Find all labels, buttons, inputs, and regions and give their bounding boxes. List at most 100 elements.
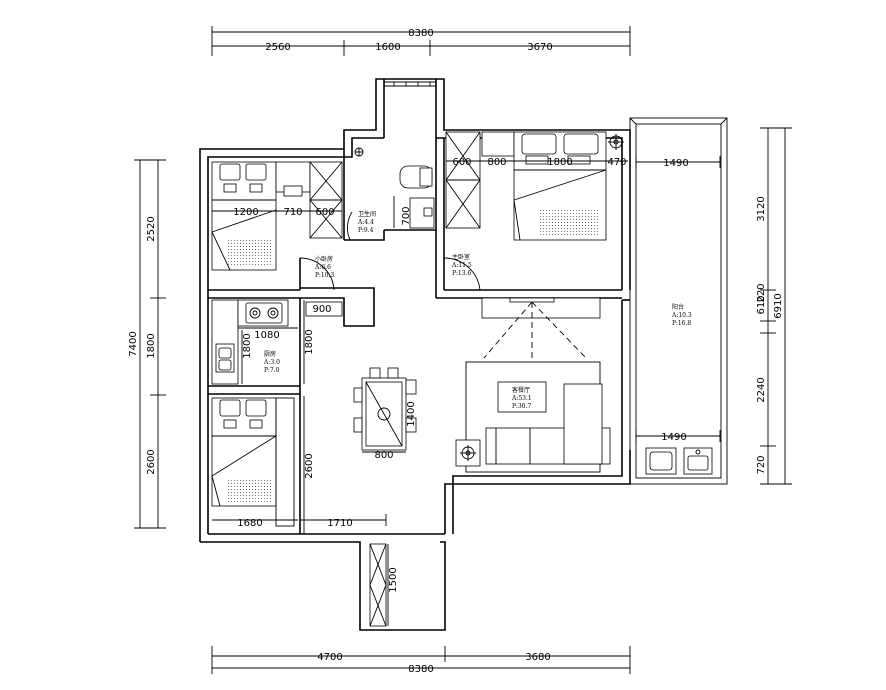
bottom-dimension-chain: 4700 3680 8380	[211, 646, 631, 675]
dim-master-600: 600	[452, 157, 471, 168]
dim-wardrobe-600: 600	[315, 207, 334, 218]
master-pillow-2	[563, 133, 599, 155]
dim-top-seg-1: 2560	[265, 42, 290, 53]
dim-bed2-1680: 1680	[237, 518, 262, 529]
pillow-2	[245, 163, 267, 181]
dim-bottom-total: 8380	[408, 664, 433, 675]
balcony-perimeter: P:16.8	[672, 320, 691, 327]
dim-right-seg-2: 610	[756, 295, 767, 314]
dim-master-1800: 1800	[547, 157, 572, 168]
door-swing-bathroom	[346, 211, 353, 241]
room-label-small-bedroom: 小卧房 A:6.6 P:10.3	[314, 255, 334, 279]
room-label-balcony: 阳台 A:10.3 P:16.8	[671, 303, 692, 327]
vase-icon	[377, 407, 391, 421]
dim-right-total: 6910	[773, 293, 784, 318]
dim-bottom-seg-1: 4700	[317, 652, 342, 663]
dim-kitchen-900: 900	[312, 304, 331, 315]
burner-1-icon	[249, 307, 261, 319]
chair-right-2	[405, 417, 417, 433]
dim-right-seg-5: 720	[756, 455, 767, 474]
kitchen-perimeter: P:7.0	[264, 367, 280, 374]
master-bedroom-area: A:11.5	[451, 262, 472, 269]
dim-bottom-seg-2: 3680	[525, 652, 550, 663]
master-bedroom-perimeter: P:13.6	[452, 270, 471, 277]
chair-left-1	[353, 387, 363, 403]
dim-right-seg-1: 3120	[756, 196, 767, 221]
bathroom-perimeter: P:9.4	[358, 227, 374, 234]
master-pillow-1	[521, 133, 557, 155]
dim-kitchen-1080: 1080	[254, 330, 279, 341]
living-room-name: 客餐厅	[512, 386, 530, 394]
chair-left-2	[353, 417, 363, 433]
coffee-table	[497, 381, 547, 413]
bathroom-name: 卫生间	[358, 210, 376, 218]
fridge	[305, 301, 343, 317]
room-label-bathroom: 卫生间 A:4.4 P:9.4	[357, 210, 376, 234]
dim-kitchen-1800-b: 1800	[304, 329, 315, 354]
dim-wardrobe-710: 710	[283, 207, 302, 218]
dim-entry-1500: 1500	[388, 567, 399, 592]
dim-bath-700: 700	[401, 206, 412, 225]
small-bedroom-perimeter: P:10.3	[315, 272, 334, 279]
dim-balcony-1490-bottom: 1490	[661, 432, 686, 443]
dim-top-total: 8380	[408, 28, 433, 39]
dim-right-seg-4: 2240	[756, 377, 767, 402]
dim-left-total: 7400	[128, 331, 139, 356]
living-room-furniture	[455, 297, 611, 473]
master-bedroom-furniture: 600 800 1800 470	[443, 131, 628, 291]
chair-top-2	[387, 367, 399, 379]
living-room-area: A:53.1	[511, 395, 532, 402]
stove	[245, 302, 283, 324]
chair-right-1	[405, 379, 417, 395]
entry-area: 1500	[369, 543, 399, 627]
dim-kitchen-1800-a: 1800	[242, 333, 253, 358]
left-dimension-chain: 7400 2520 1800 2600	[128, 159, 166, 529]
pillow-1	[219, 163, 241, 181]
dresser	[481, 131, 515, 157]
dim-top-seg-3: 3670	[527, 42, 552, 53]
dim-bed1-width: 1200	[233, 207, 258, 218]
dim-balcony-1490-top: 1490	[663, 158, 688, 169]
kitchen-area: A:3.0	[263, 359, 280, 366]
master-bedroom-name: 主卧室	[452, 253, 470, 261]
dim-dining-1400: 1400	[406, 401, 417, 426]
door-swing-small-bedroom	[299, 257, 335, 291]
top-dimension-chain: 8380 2560 1600 3670	[211, 26, 631, 56]
dim-master-800: 800	[487, 157, 506, 168]
dim-top-seg-2: 1600	[375, 42, 400, 53]
dining-set: 1400 800	[353, 367, 417, 461]
sofa-chaise	[563, 383, 603, 465]
balcony-content: 1490 1490	[635, 156, 721, 475]
dim-left-seg-3: 2600	[146, 449, 157, 474]
chair-top-1	[369, 367, 381, 379]
wardrobe-second-bedroom	[275, 397, 295, 527]
balcony-frame	[629, 117, 728, 485]
balcony-area: A:10.3	[671, 312, 692, 319]
living-room-perimeter: P:30.7	[512, 403, 531, 410]
right-dimension-chain: 3120 610 220 2240 720 6910	[756, 127, 792, 485]
bathroom-fixtures: 700	[346, 147, 435, 241]
room-label-master-bedroom: 主卧室 A:11.5 P:13.6	[451, 253, 472, 277]
dim-master-470: 470	[607, 157, 626, 168]
dim-dining-800: 800	[374, 450, 393, 461]
door-swing-master	[443, 257, 481, 291]
small-bedroom-area: A:6.6	[314, 264, 331, 271]
shoe-cabinet	[369, 543, 387, 627]
balcony-name: 阳台	[672, 303, 684, 311]
second-bedroom-furniture: 1680 2600 1710	[211, 396, 387, 534]
dim-bed2-2600: 2600	[304, 453, 315, 478]
small-bedroom-furniture: 1200 710 600	[211, 161, 343, 291]
tv	[509, 297, 555, 303]
room-label-kitchen: 厨房 A:3.0 P:7.0	[263, 350, 280, 374]
dim-left-seg-1: 2520	[146, 216, 157, 241]
room-label-living-room: 客餐厅 A:53.1 P:30.7	[511, 386, 532, 410]
bathroom-area: A:4.4	[357, 219, 374, 226]
small-bedroom-name: 小卧房	[315, 255, 333, 263]
kitchen-name: 厨房	[264, 350, 276, 358]
dim-corridor-1710: 1710	[327, 518, 352, 529]
burner-2-icon	[267, 307, 279, 319]
dim-left-seg-2: 1800	[146, 333, 157, 358]
dim-right-seg-3: 220	[756, 283, 767, 302]
north-window	[384, 81, 436, 87]
